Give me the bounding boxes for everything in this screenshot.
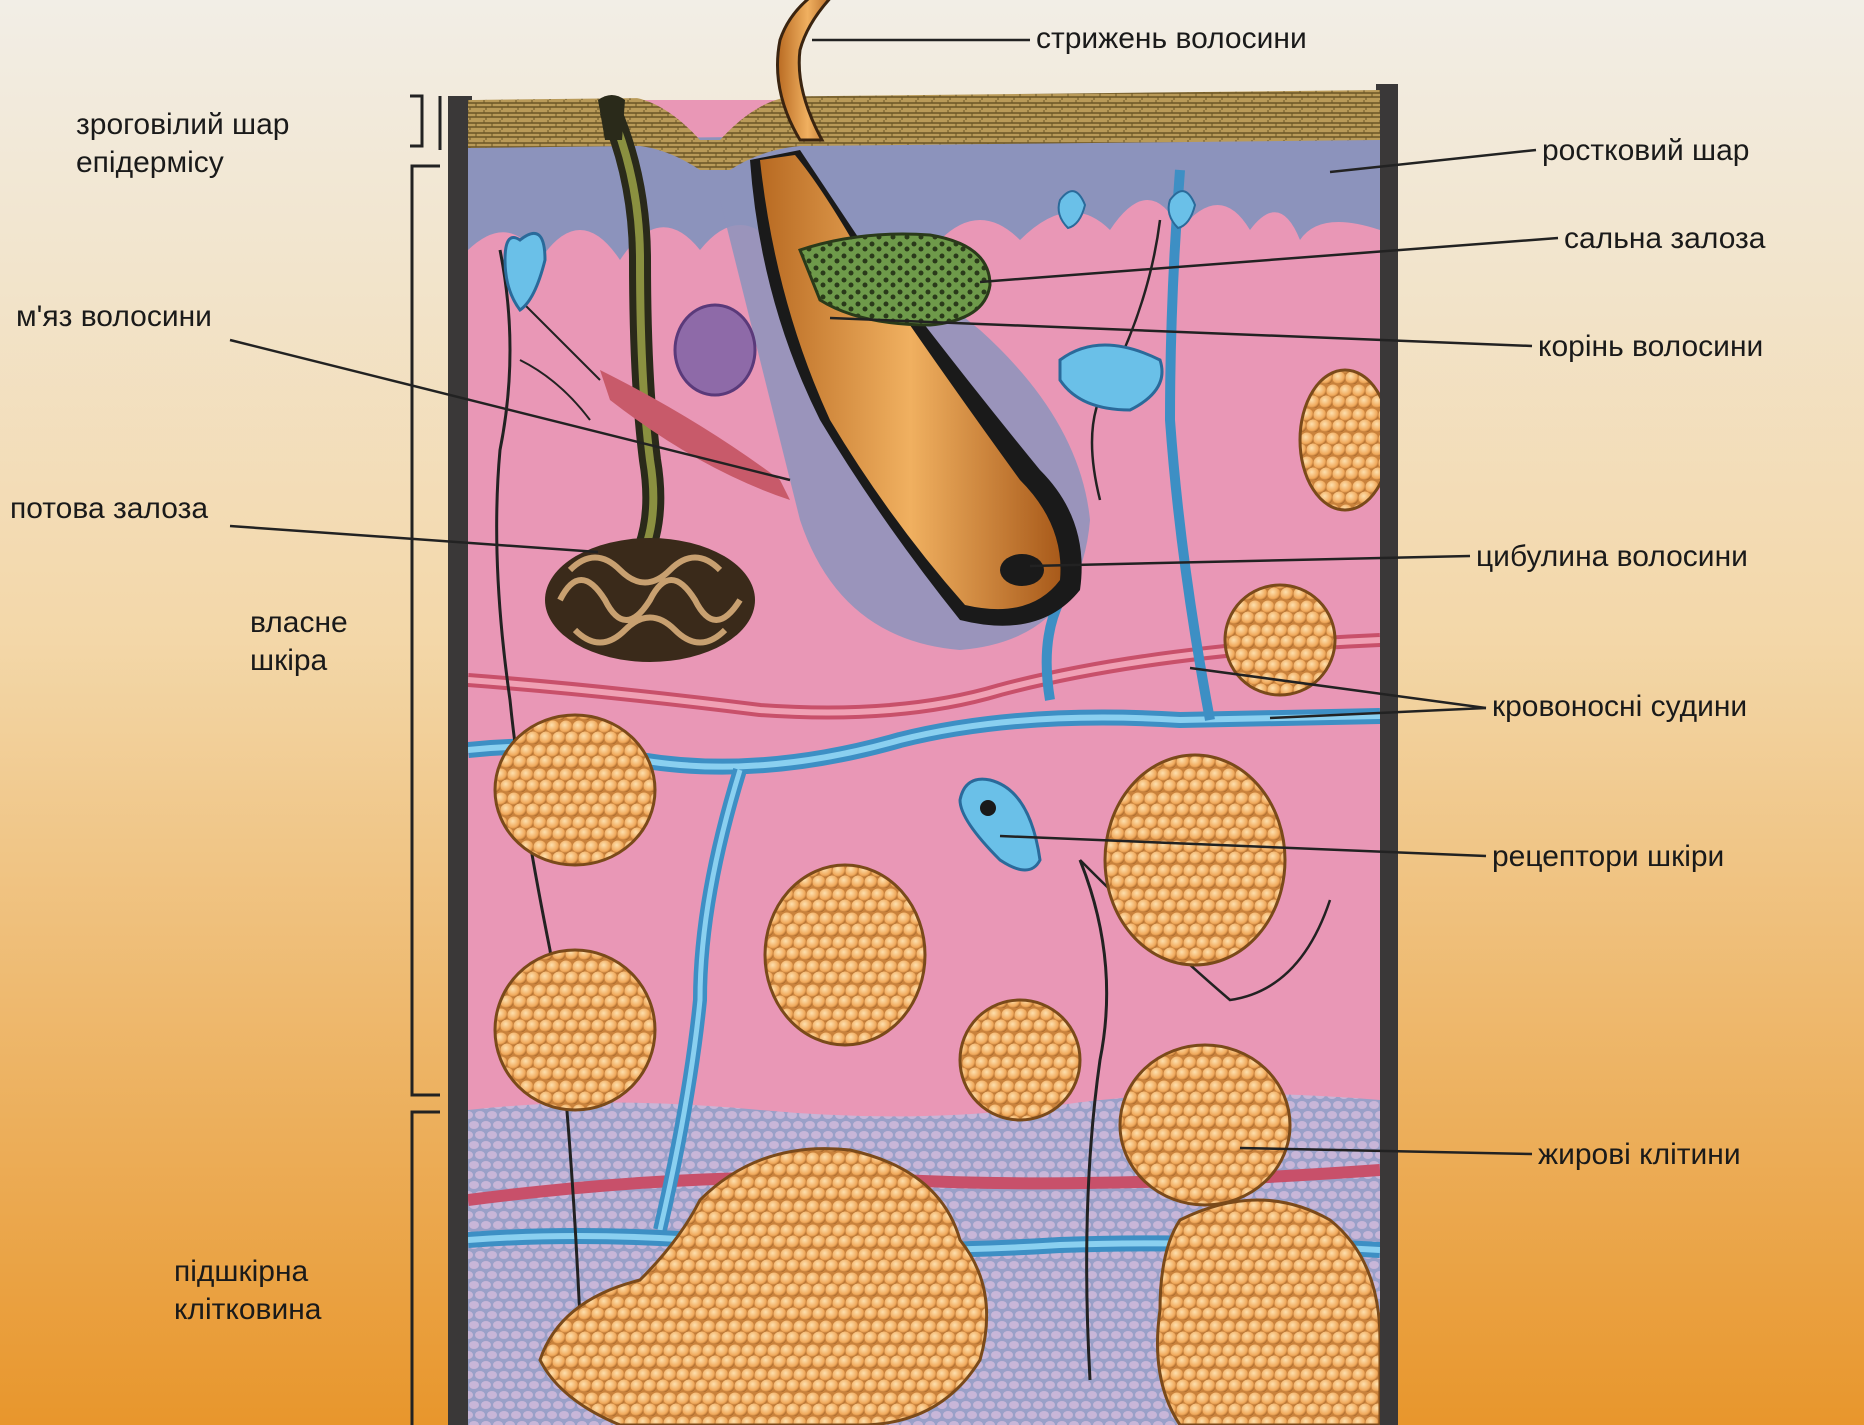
skin-block <box>468 86 1390 1425</box>
fat-lobule-2 <box>495 950 655 1110</box>
label-fat-cells: жирові клітини <box>1538 1136 1741 1174</box>
hair-papilla <box>1000 554 1044 586</box>
receptor-3-core <box>980 800 996 816</box>
label-hair-shaft: стрижень волосини <box>1036 20 1307 58</box>
fat-lobule-1 <box>495 715 655 865</box>
label-horny-layer-line-1: зроговілий шар <box>76 106 290 144</box>
label-subcutis-line-1: підшкірна <box>174 1253 321 1291</box>
label-subcutis-line-2: клітковина <box>174 1291 321 1329</box>
label-horny-layer-line-2: епідермісу <box>76 144 290 182</box>
fat-lobule-5 <box>1105 755 1285 965</box>
label-sebaceous-gland: сальна залоза <box>1564 220 1765 258</box>
label-skin-receptors: рецептори шкіри <box>1492 838 1724 876</box>
label-dermis: власне шкіра <box>250 604 348 680</box>
fat-lobule-7 <box>1300 370 1390 510</box>
label-horny-layer: зроговілий шар епідермісу <box>76 106 290 182</box>
label-germ-layer: ростковий шар <box>1542 132 1749 170</box>
label-dermis-line-1: власне <box>250 604 348 642</box>
fat-lobule-3 <box>765 865 925 1045</box>
label-hair-root: корінь волосини <box>1538 328 1763 366</box>
label-sweat-gland: потова залоза <box>10 490 208 528</box>
label-subcutis: підшкірна клітковина <box>174 1253 321 1329</box>
label-blood-vessels: кровоносні судини <box>1492 688 1747 726</box>
fat-lobule-10 <box>1158 1200 1381 1425</box>
fat-lobule-8 <box>1120 1045 1290 1205</box>
label-hair-muscle: м'яз волосини <box>16 298 212 336</box>
label-dermis-line-2: шкіра <box>250 642 348 680</box>
sweat-gland-coil <box>545 538 755 662</box>
hair-sheath-blob <box>675 305 755 395</box>
label-hair-bulb: цибулина волосини <box>1476 538 1748 576</box>
fat-lobule-4 <box>960 1000 1080 1120</box>
fat-lobule-6 <box>1225 585 1335 695</box>
